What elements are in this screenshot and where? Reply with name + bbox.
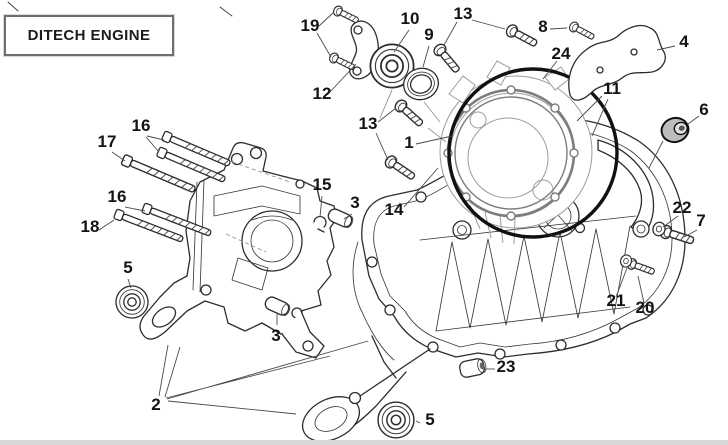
callout-3-upper: 3 — [350, 193, 359, 212]
bolt-13-a — [431, 41, 464, 76]
oil-seal-9 — [402, 67, 440, 101]
callout-7: 7 — [696, 211, 705, 230]
bearing-5-bottom — [377, 401, 415, 439]
callout-5-bottom: 5 — [425, 410, 434, 429]
callout-3-lower: 3 — [271, 326, 280, 345]
callout-1: 1 — [404, 133, 413, 152]
bracket-plate-4 — [568, 24, 666, 101]
callout-2: 2 — [151, 395, 160, 414]
diagram-title: DITECH ENGINE — [27, 27, 151, 44]
bolt-8 — [567, 19, 597, 43]
leader-lines — [98, 12, 700, 424]
rubber-bushing-6 — [660, 116, 690, 144]
callout-13-left: 13 — [359, 114, 378, 133]
callout-24: 24 — [552, 44, 571, 63]
gasket-plate — [443, 85, 579, 221]
callout-21: 21 — [607, 291, 626, 310]
callout-19: 19 — [301, 16, 320, 35]
callout-5-left: 5 — [123, 258, 132, 277]
callout-16-top: 16 — [132, 116, 151, 135]
assembly-guides — [379, 89, 447, 143]
callout-14: 14 — [385, 200, 404, 219]
diagram-title-box: DITECH ENGINE — [4, 15, 174, 56]
callout-18: 18 — [81, 217, 100, 236]
callout-16-mid: 16 — [108, 187, 127, 206]
o-ring-gasket — [447, 67, 619, 239]
bolt-19-a — [331, 4, 361, 26]
callout-15: 15 — [313, 175, 332, 194]
spacer-bushing-23 — [459, 358, 487, 378]
callout-23: 23 — [497, 357, 516, 376]
callout-11: 11 — [603, 79, 621, 98]
callout-13-top: 13 — [454, 4, 473, 23]
bearing-5-left — [115, 285, 149, 319]
page-edge-strip — [0, 440, 728, 445]
corner-ticks — [7, 1, 233, 17]
callout-22: 22 — [673, 198, 692, 217]
callout-6: 6 — [699, 100, 708, 119]
left-crankcase-half — [139, 141, 338, 359]
callouts: 19 10 9 13 8 4 24 11 6 12 13 1 17 16 16 … — [81, 4, 709, 429]
callout-8: 8 — [538, 17, 547, 36]
bolt-13-b — [503, 22, 540, 51]
callout-20: 20 — [636, 298, 655, 317]
bolt-13-d — [382, 153, 418, 184]
callout-12: 12 — [313, 84, 332, 103]
callout-4: 4 — [679, 32, 689, 51]
clip-15 — [313, 215, 327, 233]
callout-9: 9 — [424, 25, 433, 44]
callout-17: 17 — [98, 132, 117, 151]
bolt-16-a — [160, 130, 233, 169]
callout-10: 10 — [401, 9, 420, 28]
crankcase-cover-lineart — [439, 60, 593, 245]
bolt-13-c — [392, 97, 427, 130]
